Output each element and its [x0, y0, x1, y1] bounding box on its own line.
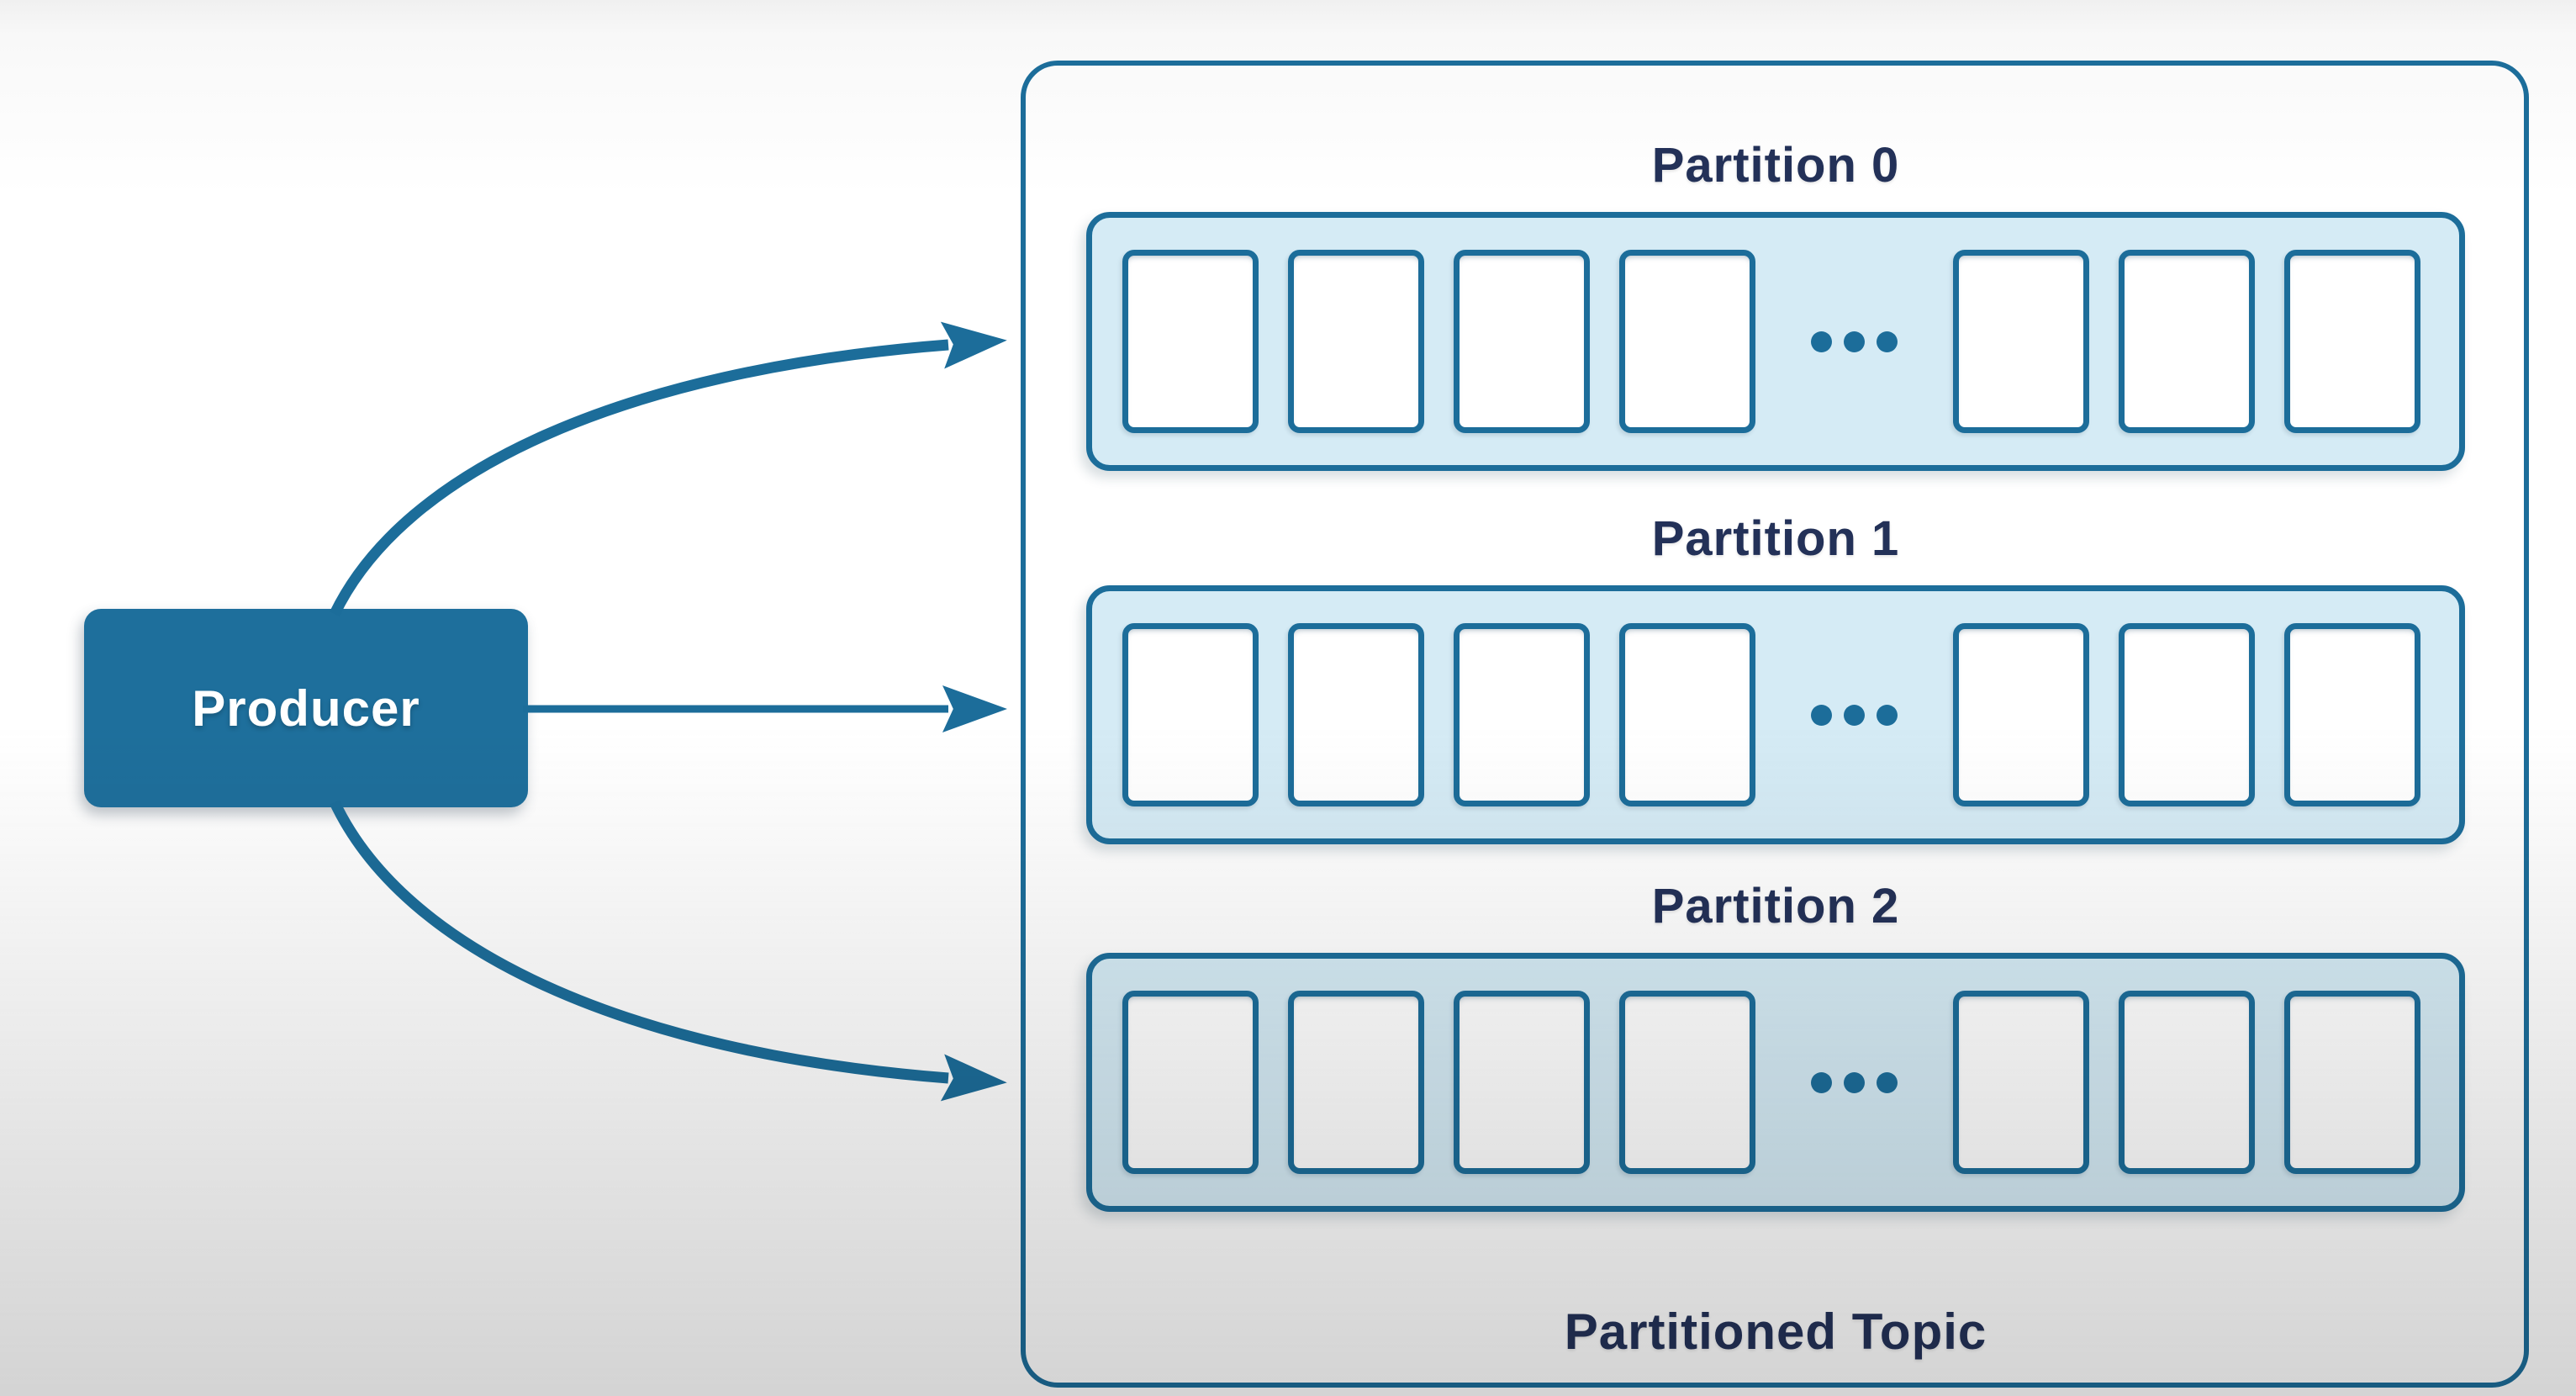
message-slot — [2119, 623, 2255, 806]
ellipsis-icon — [1755, 330, 1953, 352]
dot-icon — [1844, 330, 1865, 352]
slot-group-left — [1122, 991, 1755, 1174]
message-slot — [2119, 250, 2255, 433]
dot-icon — [1811, 330, 1832, 352]
message-slot — [2119, 991, 2255, 1174]
producer-to-partition-2-arrow — [330, 800, 1007, 1102]
message-slot — [1288, 991, 1424, 1174]
message-slot — [2284, 250, 2420, 433]
partition-2-label: Partition 2 — [1651, 878, 1900, 933]
slot-group-left — [1122, 623, 1755, 806]
message-slot — [1122, 623, 1259, 806]
message-slot — [1288, 250, 1424, 433]
ellipsis-icon — [1755, 704, 1953, 726]
slot-group-right — [1953, 991, 2420, 1174]
slot-group-right — [1953, 250, 2420, 433]
dot-icon — [1844, 704, 1865, 726]
message-slot — [2284, 623, 2420, 806]
producer-label: Producer — [192, 679, 420, 737]
partitioned-topic-container — [1021, 61, 2529, 1388]
partition-1-label: Partition 1 — [1651, 510, 1900, 566]
message-slot — [1953, 991, 2089, 1174]
producer-node: Producer — [84, 609, 528, 807]
dot-icon — [1877, 330, 1898, 352]
message-slot — [1288, 623, 1424, 806]
dot-icon — [1811, 704, 1832, 726]
partition-0-label: Partition 0 — [1651, 137, 1900, 193]
dot-icon — [1877, 704, 1898, 726]
message-slot — [1953, 250, 2089, 433]
dot-icon — [1844, 1071, 1865, 1093]
message-slot — [1454, 250, 1590, 433]
ellipsis-icon — [1755, 1071, 1953, 1093]
message-slot — [1454, 991, 1590, 1174]
partition-2-row — [1086, 953, 2465, 1212]
dot-icon — [1811, 1071, 1832, 1093]
slot-group-left — [1122, 250, 1755, 433]
dot-icon — [1877, 1071, 1898, 1093]
message-slot — [1619, 623, 1755, 806]
message-slot — [1953, 623, 2089, 806]
message-slot — [1619, 250, 1755, 433]
partition-1-row — [1086, 585, 2465, 844]
message-slot — [1454, 623, 1590, 806]
message-slot — [1122, 991, 1259, 1174]
partitioned-topic-label: Partitioned Topic — [1564, 1303, 1987, 1360]
partition-0-row — [1086, 212, 2465, 471]
message-slot — [1619, 991, 1755, 1174]
message-slot — [2284, 991, 2420, 1174]
producer-to-partition-0-arrow — [330, 321, 1007, 616]
message-slot — [1122, 250, 1259, 433]
slot-group-right — [1953, 623, 2420, 806]
